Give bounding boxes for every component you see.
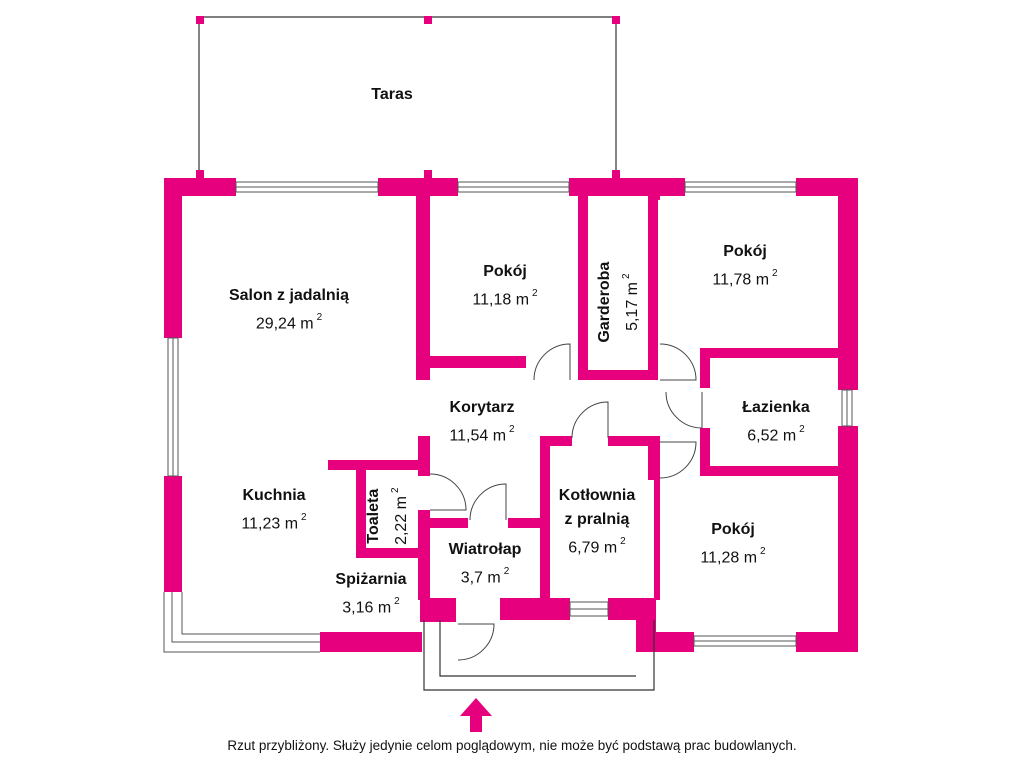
- room-name-line2: z pralnią: [564, 511, 630, 528]
- terrace: [198, 16, 617, 178]
- room-area: 3,16 m: [342, 599, 392, 617]
- room-name: Pokój: [723, 243, 767, 260]
- room-name: Toaleta: [364, 488, 382, 544]
- room-toaleta: Toaleta 2,22 m2: [362, 476, 414, 556]
- entrance-arrow-icon: [460, 698, 492, 732]
- room-name: Pokój: [711, 521, 755, 538]
- room-area: 2,22 m: [393, 495, 411, 545]
- room-name: Kuchnia: [242, 487, 306, 504]
- room-area: 11,18 m: [472, 291, 530, 309]
- room-area: 11,78 m: [712, 271, 770, 289]
- windows: [163, 181, 853, 653]
- room-garderoba: Garderoba 5,17 m2: [593, 247, 645, 357]
- room-name-line1: Kotłownia: [558, 487, 636, 504]
- room-area: 3,7 m: [460, 569, 501, 587]
- disclaimer-caption: Rzut przybliżony. Służy jedynie celom po…: [227, 738, 797, 753]
- room-name: Salon z jadalnią: [228, 287, 350, 304]
- room-area: 11,23 m: [241, 515, 299, 533]
- room-name: Wiatrołap: [448, 541, 522, 558]
- entrance-porch: [423, 620, 655, 691]
- terrace-posts: [196, 16, 620, 180]
- room-name: Łazienka: [742, 399, 810, 416]
- terrace-label: Taras: [371, 86, 413, 103]
- room-name: Korytarz: [449, 399, 515, 416]
- room-name: Pokój: [483, 263, 527, 280]
- room-area: 6,79 m: [568, 539, 618, 557]
- room-area: 5,17 m: [624, 281, 642, 331]
- room-name: Spiżarnia: [335, 571, 407, 588]
- room-name: Garderoba: [595, 261, 613, 343]
- room-area: 6,52 m: [747, 427, 797, 445]
- room-area: 11,28 m: [700, 549, 758, 567]
- doors: [429, 343, 703, 661]
- room-area: 29,24 m: [255, 315, 314, 333]
- room-area: 11,54 m: [449, 427, 507, 445]
- walls: [164, 178, 858, 652]
